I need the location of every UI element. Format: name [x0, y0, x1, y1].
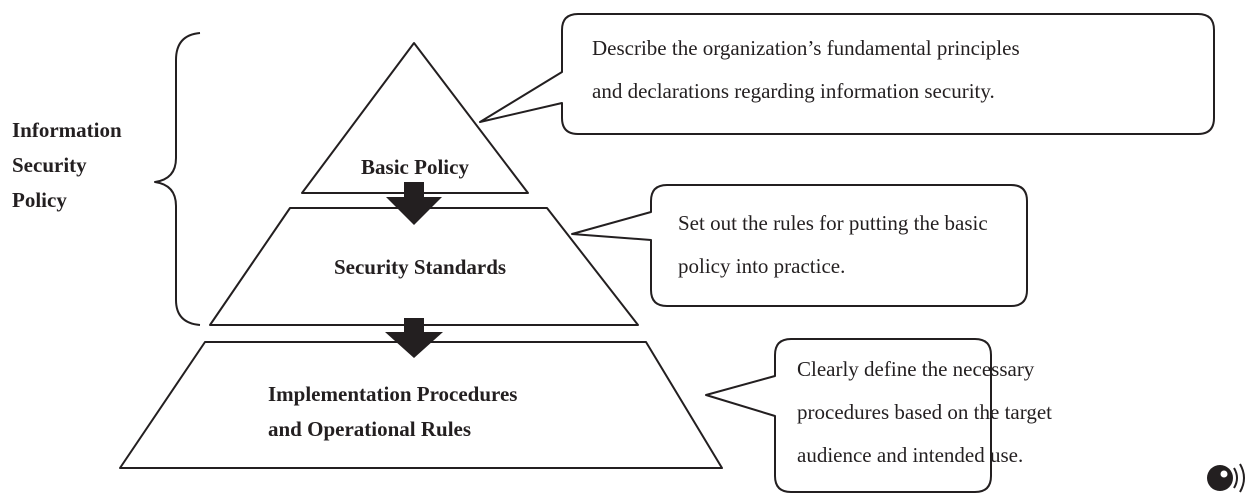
policy-group-label-line: Information — [12, 118, 122, 142]
callout-text-line: Describe the organization’s fundamental … — [592, 36, 1020, 60]
policy-group-label: Information Security Policy — [12, 113, 172, 218]
tier-label-security-standards: Security Standards — [240, 250, 600, 285]
implementation-trapezoid — [119, 341, 723, 469]
policy-group-label-line: Security — [12, 153, 87, 177]
callout-text-line: procedures based on the target — [797, 400, 1053, 424]
callout-text-line: and declarations regarding information s… — [592, 79, 995, 103]
tier-label-line: and Operational Rules — [268, 417, 472, 441]
basic-policy-callout — [479, 13, 1215, 135]
callout-text-basic-policy: Describe the organization’s fundamental … — [592, 27, 1202, 113]
policy-group-label-line: Policy — [12, 188, 67, 212]
tier-label-line: Implementation Procedures — [268, 382, 518, 406]
security-standards-callout — [571, 184, 1028, 307]
down-arrow-basic-to-standards — [386, 182, 442, 225]
callout-text-line: Clearly define the necessary — [797, 357, 1035, 381]
callout-text-line: policy into practice. — [678, 254, 846, 278]
callout-text-implementation: Clearly define the necessary procedures … — [797, 348, 1053, 477]
speaker-icon — [1207, 463, 1245, 493]
tier-label-line: Security Standards — [333, 255, 507, 279]
tier-label-basic-policy: Basic Policy — [315, 150, 515, 185]
callout-text-line: audience and intended use. — [797, 443, 1024, 467]
implementation-callout — [705, 338, 992, 493]
callout-text-security-standards: Set out the rules for putting the basic … — [678, 202, 1018, 288]
security-standards-trapezoid — [209, 207, 639, 326]
tier-label-line: Basic Policy — [361, 155, 469, 179]
down-arrow-standards-to-implementation — [385, 318, 443, 358]
policy-group-brace — [154, 32, 201, 326]
callout-text-line: Set out the rules for putting the basic — [678, 211, 988, 235]
tier-label-implementation: Implementation Procedures and Operationa… — [268, 377, 598, 447]
